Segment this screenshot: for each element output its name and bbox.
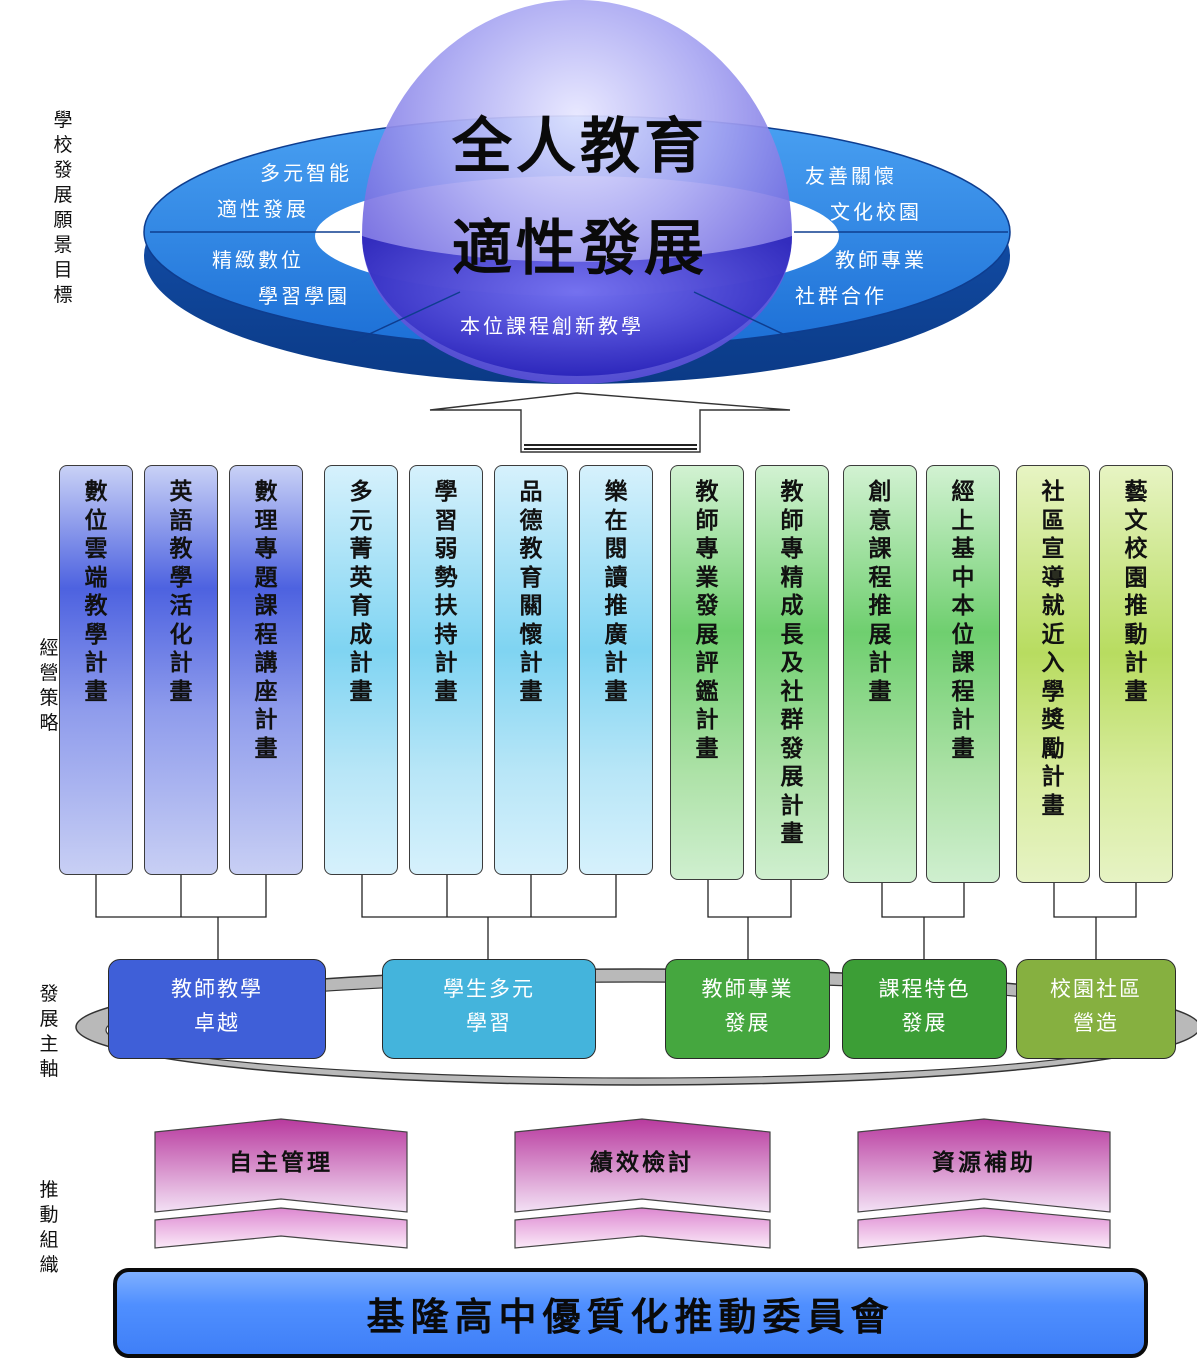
axis-label-line1: 教師教學 xyxy=(171,977,263,1001)
up-arrow xyxy=(429,392,791,453)
plan-pillar: 樂在閱讀推廣計畫 xyxy=(579,465,653,875)
axis-label-line2: 學習 xyxy=(466,1011,512,1035)
mechanism-label: 資源補助 xyxy=(932,1149,1036,1176)
vision-item: 多元智能 xyxy=(260,161,352,185)
vision-item: 學習學園 xyxy=(258,284,350,308)
axis-label-line1: 教師專業 xyxy=(701,977,794,1001)
vision-item: 精緻數位 xyxy=(212,248,304,272)
side-label-axis: 發展主軸 xyxy=(39,983,59,1080)
axis-label-line2: 發展 xyxy=(901,1011,948,1035)
plan-label: 經上基中本位課程計畫 xyxy=(951,478,975,762)
axis-box: 教師教學 卓越 xyxy=(108,959,326,1059)
plan-label: 學習弱勢扶持計畫 xyxy=(434,478,458,705)
axis-label-line1: 學生多元 xyxy=(443,977,535,1001)
side-label-strategy: 經營策略 xyxy=(39,637,59,734)
plan-pillar: 教師專業發展評鑑計畫 xyxy=(670,465,744,880)
plan-label: 品德教育關懷計畫 xyxy=(519,478,543,705)
plan-label: 英語教學活化計畫 xyxy=(169,478,193,705)
axis-label-line2: 發展 xyxy=(724,1011,771,1035)
committee-name: 基隆高中優質化推動委員會 xyxy=(366,1293,895,1339)
ring-dividers xyxy=(150,231,1008,343)
axis-box: 學生多元 學習 xyxy=(382,959,596,1059)
vision-item: 社群合作 xyxy=(795,284,887,308)
mechanism-label: 績效檢討 xyxy=(590,1149,694,1176)
committee-box: 基隆高中優質化推動委員會 xyxy=(113,1268,1148,1358)
vision-item: 教師專業 xyxy=(835,248,927,272)
plan-label: 教師專精成長及社群發展計畫 xyxy=(780,478,804,847)
axis-label-line2: 營造 xyxy=(1073,1011,1119,1035)
vision-item: 適性發展 xyxy=(217,197,309,221)
side-label-organization: 推動組織 xyxy=(39,1179,59,1276)
plan-pillar: 數位雲端教學計畫 xyxy=(59,465,133,875)
plan-label: 創意課程推展計畫 xyxy=(868,478,892,705)
axis-label-line2: 卓越 xyxy=(194,1011,240,1035)
plan-label: 多元菁英育成計畫 xyxy=(349,478,373,705)
axis-label-line1: 課程特色 xyxy=(878,977,971,1001)
axis-box: 教師專業 發展 xyxy=(665,959,830,1059)
side-label-vision: 學校發展願景目標 xyxy=(53,109,73,306)
vision-title-line1: 全人教育 xyxy=(452,112,708,182)
vision-diagram xyxy=(143,0,1011,453)
plan-label: 社區宣導就近入學獎勵計畫 xyxy=(1041,478,1065,819)
axis-label-line1: 校園社區 xyxy=(1050,977,1142,1001)
dome-bowl xyxy=(362,236,792,376)
axis-box: 課程特色 發展 xyxy=(842,959,1007,1059)
mechanism-label: 自主管理 xyxy=(229,1149,333,1176)
plan-pillar: 教師專精成長及社群發展計畫 xyxy=(755,465,829,880)
plan-label: 數位雲端教學計畫 xyxy=(84,478,108,705)
plan-label: 藝文校園推動計畫 xyxy=(1124,478,1148,705)
plan-pillar: 學習弱勢扶持計畫 xyxy=(409,465,483,875)
axis-box: 校園社區 營造 xyxy=(1016,959,1176,1059)
plan-label: 數理專題課程講座計畫 xyxy=(254,478,278,762)
plan-pillar: 多元菁英育成計畫 xyxy=(324,465,398,875)
plan-label: 教師專業發展評鑑計畫 xyxy=(695,478,719,762)
plan-pillar: 創意課程推展計畫 xyxy=(843,465,917,883)
plan-pillar: 英語教學活化計畫 xyxy=(144,465,218,875)
chevrons xyxy=(154,1118,1111,1249)
plan-pillar: 藝文校園推動計畫 xyxy=(1099,465,1173,883)
plan-pillar: 經上基中本位課程計畫 xyxy=(926,465,1000,883)
plan-pillar: 品德教育關懷計畫 xyxy=(494,465,568,875)
vision-item: 文化校園 xyxy=(830,200,922,224)
vision-title-line2: 適性發展 xyxy=(452,214,708,284)
plan-pillar: 社區宣導就近入學獎勵計畫 xyxy=(1016,465,1090,883)
plan-label: 樂在閱讀推廣計畫 xyxy=(604,478,628,705)
vision-item: 本位課程創新教學 xyxy=(460,314,644,338)
plan-pillar: 數理專題課程講座計畫 xyxy=(229,465,303,875)
vision-item: 友善關懷 xyxy=(805,164,897,188)
